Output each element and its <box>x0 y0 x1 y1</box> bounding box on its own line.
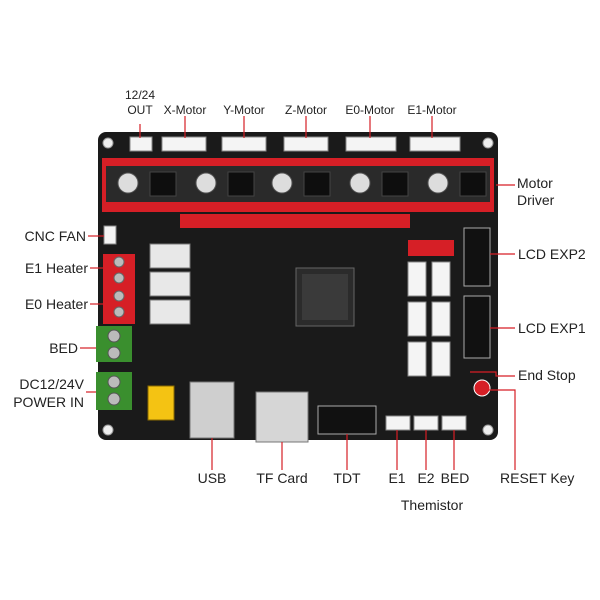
lcd-exp2-connector <box>463 227 491 287</box>
lcd-exp1-connector <box>463 295 491 359</box>
label-lcd-exp1: LCD EXP1 <box>518 320 586 336</box>
x-motor-connector <box>161 136 207 152</box>
label-lcd-exp2: LCD EXP2 <box>518 246 586 262</box>
label-dc-power-bottom: POWER IN <box>13 394 84 410</box>
mcu-chip-face <box>302 274 348 320</box>
driver-capacitors <box>117 172 449 194</box>
mosfets <box>149 243 191 325</box>
motor-connectors-top <box>161 136 461 152</box>
heater-screws <box>113 256 125 318</box>
end-stop-connectors <box>407 261 451 377</box>
label-z-motor: Z-Motor <box>285 103 327 117</box>
label-end-stop: End Stop <box>518 367 576 383</box>
jumper-block-red <box>408 240 454 256</box>
label-e1-thermistor: E1 <box>388 470 406 486</box>
label-bed-power: BED <box>49 340 78 356</box>
thermistor-connectors <box>385 415 467 431</box>
bed-screw <box>107 346 121 360</box>
e0-motor-connector <box>345 136 397 152</box>
label-tdt: TDT <box>333 470 361 486</box>
label-e1-motor: E1-Motor <box>407 103 457 117</box>
label-thermistor: Themistor <box>400 497 464 513</box>
label-e1-heater: E1 Heater <box>24 260 88 276</box>
e1-motor-connector <box>409 136 461 152</box>
fuse <box>147 385 175 421</box>
driver-pin-headers <box>149 171 487 197</box>
label-dc-power-top: DC12/24V <box>19 376 84 392</box>
tf-card-slot <box>255 391 309 443</box>
usb-port <box>189 381 235 439</box>
label-12-24-out-top: 12/24 <box>124 88 156 102</box>
jumper-strip <box>180 214 410 228</box>
mounting-hole <box>482 137 494 149</box>
label-cnc-fan: CNC FAN <box>24 228 86 244</box>
label-e0-motor: E0-Motor <box>345 103 395 117</box>
label-reset-key: RESET Key <box>500 470 575 486</box>
mounting-hole <box>482 424 494 436</box>
z-motor-connector <box>283 136 329 152</box>
mounting-hole <box>102 424 114 436</box>
label-motor-driver-bottom: Driver <box>517 192 555 208</box>
reset-button <box>473 379 491 397</box>
y-motor-connector <box>221 136 267 152</box>
cnc-fan-connector <box>103 225 117 245</box>
out-12-24-connector <box>129 136 153 152</box>
tdt-connector <box>317 405 377 435</box>
label-bed-thermistor: BED <box>440 470 470 486</box>
label-x-motor: X-Motor <box>163 103 207 117</box>
label-e0-heater: E0 Heater <box>24 296 88 312</box>
bed-screw <box>107 329 121 343</box>
power-screw <box>107 375 121 389</box>
label-usb: USB <box>197 470 227 486</box>
power-screw <box>107 392 121 406</box>
label-motor-driver-top: Motor <box>517 175 553 191</box>
label-y-motor: Y-Motor <box>223 103 265 117</box>
label-tf-card: TF Card <box>256 470 308 486</box>
label-e2-thermistor: E2 <box>417 470 435 486</box>
label-12-24-out-bottom: OUT <box>127 103 153 117</box>
leader-lines <box>80 116 516 470</box>
mounting-hole <box>102 137 114 149</box>
